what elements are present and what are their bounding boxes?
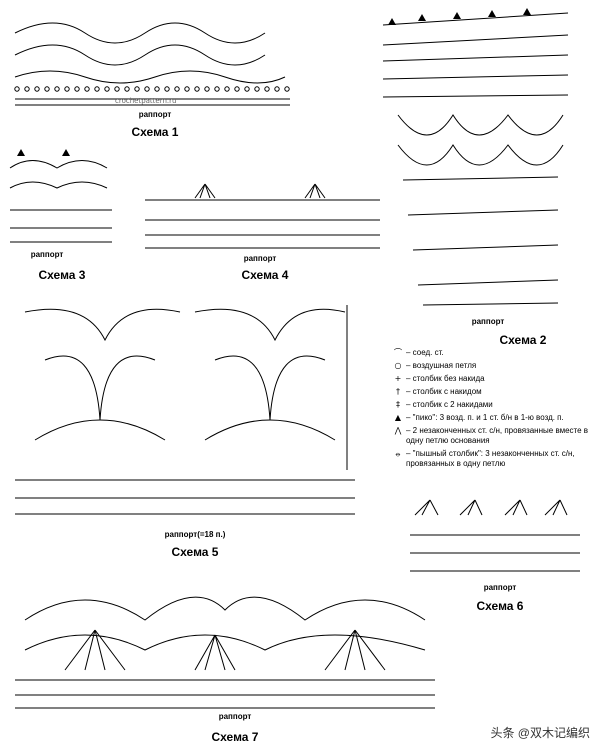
scheme-4-title: Схема 4 bbox=[241, 268, 289, 282]
scheme-7: раппорт Схема 7 bbox=[5, 580, 445, 745]
scheme-4-drawing bbox=[145, 183, 380, 249]
chain-loop bbox=[254, 86, 260, 92]
chain-loop bbox=[264, 86, 270, 92]
chain-loop bbox=[54, 86, 60, 92]
chain-loop bbox=[94, 86, 100, 92]
scheme-4-rapport: раппорт bbox=[243, 254, 277, 263]
chain-loop bbox=[34, 86, 40, 92]
legend-item: ⋀– 2 незаконченных ст. с/н, провязанные … bbox=[392, 426, 597, 446]
scheme-1: раппорт Схема 1 crochetpattern.ru bbox=[5, 5, 305, 145]
double-crochet-icon: † bbox=[396, 387, 400, 396]
legend-item: †– столбик с накидом bbox=[392, 387, 597, 397]
treble-crochet-icon: ‡ bbox=[396, 400, 400, 409]
chain-loop bbox=[194, 86, 200, 92]
legend-item: ⌒– соед. ст. bbox=[394, 348, 444, 357]
legend-item: ▲– "пико": 3 возд. п. и 1 ст. б/н в 1-ю … bbox=[392, 413, 597, 423]
scheme-5-drawing bbox=[15, 305, 355, 515]
scheme-3-rapport: раппорт bbox=[30, 250, 64, 259]
chain-loop bbox=[184, 86, 190, 92]
scheme-7-rapport: раппорт bbox=[218, 712, 252, 721]
chain-icon: ○ bbox=[394, 361, 402, 370]
scheme-2-rapport: раппорт bbox=[471, 317, 505, 326]
chain-loop bbox=[174, 86, 180, 92]
chain-loop bbox=[164, 86, 170, 92]
chain-loop bbox=[124, 86, 130, 92]
scheme-6-drawing bbox=[410, 499, 580, 572]
legend-item: ○– воздушная петля bbox=[392, 361, 597, 371]
chain-loop bbox=[64, 86, 70, 92]
scheme-1-rapport: раппорт bbox=[138, 110, 172, 119]
scheme-2: раппорт Схема 2 bbox=[378, 5, 578, 347]
chain-loop bbox=[284, 86, 290, 92]
chain-loop bbox=[204, 86, 210, 92]
scheme-5: раппорт(=18 п.) Схема 5 bbox=[5, 300, 385, 560]
legend: ⌒– соед. ст. ○– воздушная петля +– столб… bbox=[392, 348, 597, 472]
watermark: crochetpattern.ru bbox=[115, 97, 177, 105]
chain-loop bbox=[114, 86, 120, 92]
single-crochet-icon: + bbox=[394, 374, 402, 383]
scheme-6: раппорт Схема 6 bbox=[400, 495, 595, 615]
scheme-1-chain-loops bbox=[14, 86, 290, 92]
puff-stitch-icon: ⦵ bbox=[394, 449, 402, 458]
chain-loop bbox=[84, 86, 90, 92]
scheme-3: раппорт Схема 3 bbox=[2, 138, 122, 288]
scheme-2-picots bbox=[388, 8, 531, 25]
chain-loop bbox=[224, 86, 230, 92]
scheme-6-rapport: раппорт bbox=[483, 583, 517, 592]
chain-loop bbox=[44, 86, 50, 92]
scheme-1-title: Схема 1 bbox=[131, 125, 179, 139]
chain-loop bbox=[244, 86, 250, 92]
scheme-7-drawing bbox=[15, 596, 435, 709]
chain-loop bbox=[134, 86, 140, 92]
scheme-2-drawing bbox=[382, 8, 569, 306]
scheme-6-title: Схема 6 bbox=[476, 599, 524, 613]
scheme-1-drawing bbox=[14, 22, 290, 106]
chain-loop bbox=[274, 86, 280, 92]
chain-loop bbox=[214, 86, 220, 92]
scheme-3-title: Схема 3 bbox=[38, 268, 86, 282]
chain-loop bbox=[74, 86, 80, 92]
legend-item: ⦵– "пышный столбик": 3 незаконченных ст.… bbox=[392, 449, 597, 469]
scheme-5-rapport: раппорт(=18 п.) bbox=[164, 530, 226, 539]
chain-loop bbox=[234, 86, 240, 92]
chain-loop bbox=[24, 86, 30, 92]
scheme-4: раппорт Схема 4 bbox=[135, 180, 390, 290]
chain-loop bbox=[154, 86, 160, 92]
picot-icon: ▲ bbox=[394, 413, 402, 422]
scheme-2-title: Схема 2 bbox=[499, 333, 547, 347]
slip-stitch-icon: ⌒ bbox=[394, 348, 402, 357]
legend-item: +– столбик без накида bbox=[392, 374, 597, 384]
legend-item: ‡– столбик с 2 накидами bbox=[392, 400, 597, 410]
chain-loop bbox=[104, 86, 110, 92]
scheme-7-title: Схема 7 bbox=[211, 730, 259, 744]
scheme-3-drawing bbox=[9, 149, 112, 243]
dc2tog-icon: ⋀ bbox=[394, 426, 402, 435]
chain-loop bbox=[144, 86, 150, 92]
chain-loop bbox=[14, 86, 20, 92]
scheme-5-title: Схема 5 bbox=[171, 545, 219, 559]
footer-credit: 头条 @双木记编织 bbox=[490, 726, 590, 740]
